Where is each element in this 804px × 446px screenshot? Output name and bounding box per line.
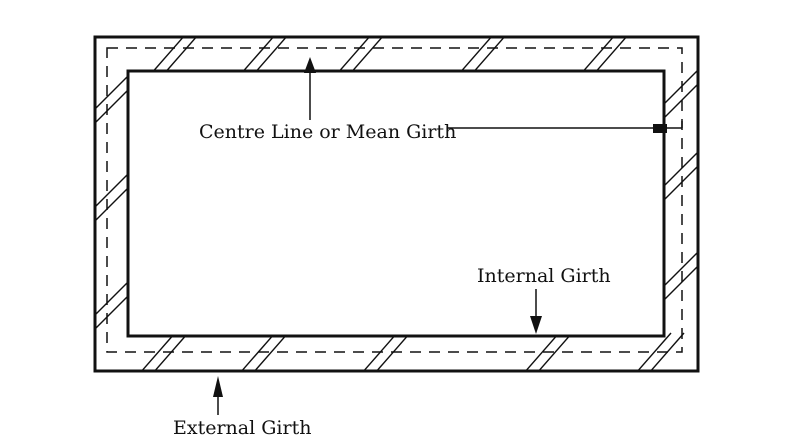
external-girth-label: External Girth	[173, 417, 311, 439]
internal-girth-leader	[530, 289, 542, 334]
centre-line-leader	[304, 57, 316, 120]
wall-hatching	[95, 37, 698, 371]
centre-line-right-leader	[448, 121, 683, 133]
internal-girth-label: Internal Girth	[477, 265, 611, 287]
internal-perimeter	[126, 69, 666, 338]
external-girth-leader	[213, 376, 223, 415]
external-perimeter	[93, 35, 700, 373]
centre-line	[106, 47, 683, 353]
centre-line-label: Centre Line or Mean Girth	[199, 121, 456, 143]
